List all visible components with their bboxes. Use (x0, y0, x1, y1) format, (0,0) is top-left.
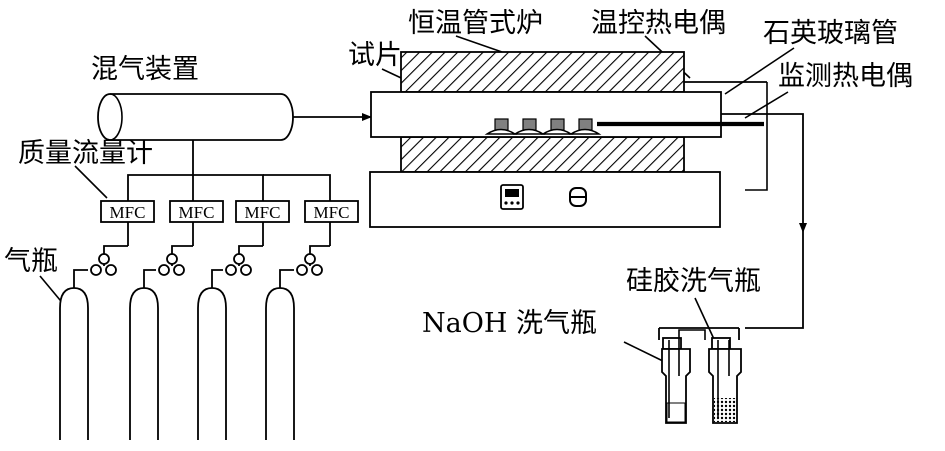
gas-cylinder (265, 222, 331, 440)
furnace-top-heater (400, 51, 685, 93)
wash-bottles (658, 327, 742, 424)
samples (484, 118, 602, 135)
silica-gel-bottle (708, 337, 742, 424)
naoh-bottle-label: NaOH 洗气瓶 (422, 308, 597, 339)
gas-cylinder (197, 222, 264, 440)
mfc-label: MFC (179, 203, 215, 222)
quartz-tube (370, 91, 722, 138)
mfc-label: MFC (245, 203, 281, 222)
gas-mixer (97, 93, 294, 141)
control-thermocouple-label: 温控热电偶 (591, 8, 726, 39)
monitor-thermocouple-label: 监测热电偶 (778, 61, 913, 92)
furnace-bottom-heater (400, 136, 685, 173)
mfc-unit: MFC (169, 200, 224, 223)
silica-gel-bottle-label: 硅胶洗气瓶 (626, 266, 761, 297)
mfc-unit: MFC (304, 200, 359, 223)
mfc-unit: MFC (235, 200, 290, 223)
furnace-controller-base (369, 171, 721, 228)
gas-manifold (127, 140, 331, 201)
naoh-bottle (661, 337, 691, 424)
power-switch-icon (569, 187, 587, 207)
tube-furnace (369, 51, 722, 228)
mfc-label: MFC (110, 203, 146, 222)
furnace-label: 恒温管式炉 (408, 8, 543, 39)
gas-cylinder (59, 222, 129, 440)
mfc-label: MFC (314, 203, 350, 222)
thermocouples (597, 81, 768, 191)
quartz-tube-label: 石英玻璃管 (763, 18, 898, 49)
exhaust-line (721, 113, 807, 329)
gas-cylinders (59, 222, 331, 440)
gas-cylinder (129, 222, 194, 440)
labels: 混气装置 质量流量计 气瓶 恒温管式炉 试片 温控热电偶 石英玻璃管 监测热电偶… (4, 8, 913, 339)
mixer-label: 混气装置 (91, 54, 199, 85)
mfc-unit: MFC (100, 200, 155, 223)
sample-label: 试片 (348, 40, 402, 71)
temperature-display-icon (500, 184, 524, 210)
mfc-units: MFC MFC MFC MFC (100, 200, 359, 223)
mfc-controller-label: 质量流量计 (18, 138, 153, 169)
cylinder-label: 气瓶 (4, 246, 58, 277)
